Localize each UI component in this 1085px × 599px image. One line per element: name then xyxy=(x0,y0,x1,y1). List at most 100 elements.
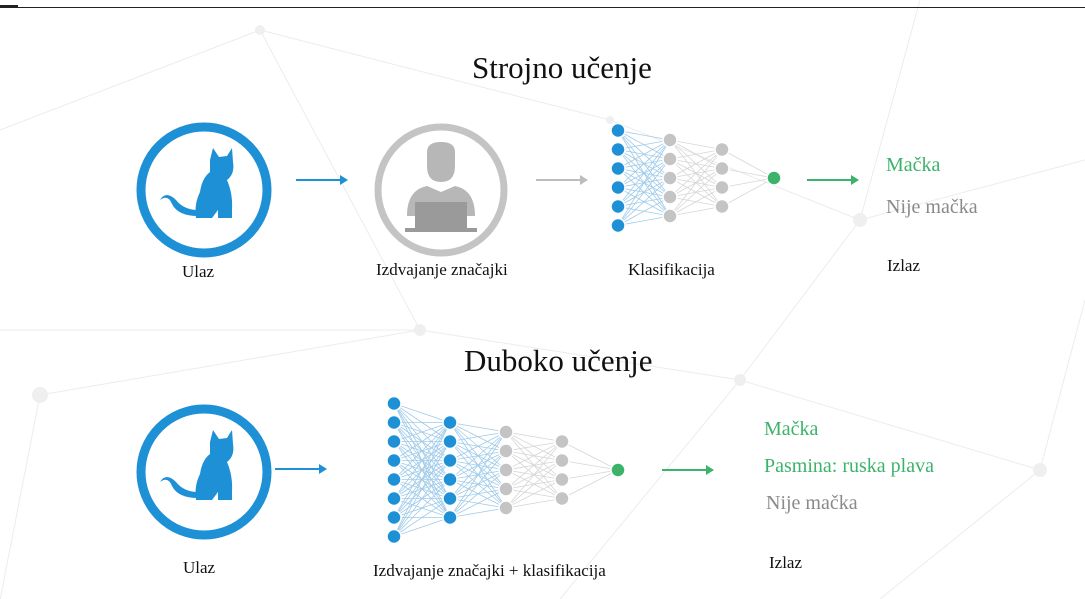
network-node xyxy=(442,433,458,450)
network-node xyxy=(610,179,626,196)
network-edge xyxy=(561,469,619,480)
network-edge xyxy=(505,441,563,509)
network-edge xyxy=(505,441,563,471)
dl-output-label: Izlaz xyxy=(769,553,803,572)
dl-output-cat: Mačka xyxy=(764,418,819,440)
network-edge xyxy=(505,441,563,490)
dl-input-label: Ulaz xyxy=(183,558,216,577)
network-node xyxy=(442,509,458,526)
network-node xyxy=(442,490,458,507)
network-edge xyxy=(449,488,507,518)
network-edge xyxy=(505,460,563,509)
network-node xyxy=(662,208,678,224)
network-edge xyxy=(617,139,671,150)
network-edge xyxy=(721,168,775,179)
network-node xyxy=(498,424,514,440)
network-node xyxy=(386,395,402,412)
network-node xyxy=(662,132,678,148)
network-node xyxy=(662,189,678,205)
network-edge xyxy=(449,431,507,518)
network-node xyxy=(386,490,402,507)
network-node xyxy=(442,414,458,431)
machine-learning-title: Strojno učenje xyxy=(472,50,652,85)
network-edge xyxy=(449,431,507,461)
network-edge xyxy=(617,177,671,226)
network-edge xyxy=(393,441,451,537)
network-node xyxy=(610,141,626,158)
machine-learning-network-diagram xyxy=(610,122,782,234)
network-node xyxy=(662,151,678,167)
network-node xyxy=(498,443,514,459)
network-edge xyxy=(617,215,671,226)
ml-output-label: Izlaz xyxy=(887,256,921,275)
ml-input-label: Ulaz xyxy=(182,262,215,281)
network-edge xyxy=(505,479,563,509)
network-node xyxy=(662,170,678,186)
network-edge xyxy=(393,479,451,537)
network-edge xyxy=(669,149,723,198)
network-node xyxy=(610,198,626,215)
network-node xyxy=(610,160,626,177)
network-node xyxy=(498,500,514,516)
network-edge xyxy=(393,422,451,499)
arrow-3-icon xyxy=(807,175,859,185)
network-edge xyxy=(505,431,563,442)
deep-learning-title: Duboko učenje xyxy=(464,343,653,378)
network-node xyxy=(714,198,730,215)
top-rule xyxy=(0,7,1085,8)
ml-feature-label: Izdvajanje značajki xyxy=(376,260,508,279)
network-node xyxy=(554,452,570,469)
network-node xyxy=(714,179,730,196)
network-edge xyxy=(617,130,671,141)
network-edge xyxy=(669,187,723,217)
arrow-5-icon xyxy=(662,465,714,475)
dl-combined-label: Izdvajanje značajki + klasifikacija xyxy=(373,561,606,580)
network-edge xyxy=(449,431,507,499)
network-node xyxy=(554,471,570,488)
network-node xyxy=(386,528,402,545)
network-edge xyxy=(393,460,451,537)
network-node xyxy=(386,471,402,488)
network-node xyxy=(714,160,730,177)
arrow-1-icon xyxy=(296,175,348,185)
network-edge xyxy=(617,139,671,207)
network-edge xyxy=(721,177,775,188)
ml-output-cat: Mačka xyxy=(886,154,941,176)
ml-classification-label: Klasifikacija xyxy=(628,260,715,279)
network-node xyxy=(386,509,402,526)
network-edge xyxy=(617,139,671,226)
dl-output-not-cat: Nije mačka xyxy=(766,492,858,514)
network-node xyxy=(386,452,402,469)
network-edge xyxy=(449,431,507,442)
network-edge xyxy=(393,422,451,442)
network-edge xyxy=(449,422,507,433)
top-rule-mark xyxy=(0,5,18,8)
network-node xyxy=(554,490,570,507)
network-node xyxy=(442,452,458,469)
network-edge xyxy=(393,422,451,480)
deep-learning-network-diagram xyxy=(386,395,626,545)
network-edge xyxy=(505,498,563,509)
ml-output-not-cat: Nije mačka xyxy=(886,196,978,218)
network-node xyxy=(498,462,514,478)
network-edge xyxy=(449,450,507,518)
network-edge xyxy=(561,469,619,499)
network-node xyxy=(610,217,626,234)
network-node xyxy=(498,481,514,497)
network-edge xyxy=(449,431,507,480)
network-edge xyxy=(669,149,723,160)
network-node xyxy=(554,433,570,450)
network-edge xyxy=(617,139,671,169)
network-edge xyxy=(669,206,723,217)
network-node xyxy=(766,170,782,186)
network-edge xyxy=(393,403,451,423)
network-node xyxy=(386,414,402,431)
arrow-4-icon xyxy=(275,464,327,474)
network-node xyxy=(714,141,730,158)
network-edge xyxy=(721,149,775,179)
dl-output-breed: Pasmina: ruska plava xyxy=(764,455,934,477)
network-node xyxy=(610,122,626,139)
arrow-2-icon xyxy=(536,175,588,185)
network-edge xyxy=(561,460,619,471)
network-edge xyxy=(393,517,451,537)
